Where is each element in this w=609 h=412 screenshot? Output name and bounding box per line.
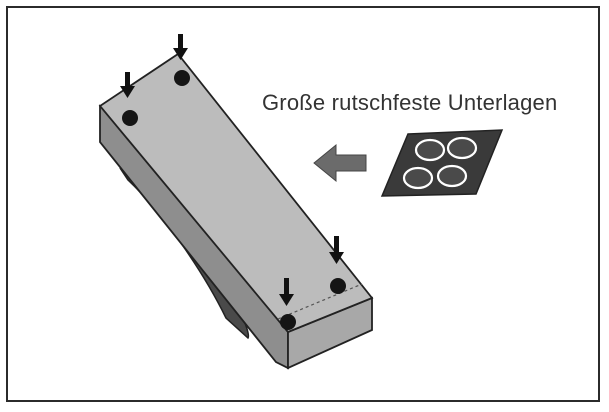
pad-ring (414, 138, 446, 162)
down-arrow-icon (173, 34, 188, 60)
pointer-arrows (120, 34, 344, 306)
pad-ring (446, 136, 478, 160)
subwoofer-top-face (98, 52, 374, 334)
down-arrow-icon (120, 72, 135, 98)
down-arrow-icon (279, 278, 294, 306)
foot-top-left (122, 110, 138, 126)
foot-bottom-right (330, 278, 346, 294)
pads-label: Große rutschfeste Unterlagen (262, 90, 558, 115)
rubber-pads-sheet (380, 129, 504, 197)
down-arrow-icon (329, 236, 344, 264)
foot-top-right (174, 70, 190, 86)
pad-ring (402, 166, 434, 190)
pad-ring (436, 164, 468, 188)
left-arrow-icon (313, 143, 367, 183)
subwoofer (98, 52, 374, 370)
foot-bottom-left (280, 314, 296, 330)
